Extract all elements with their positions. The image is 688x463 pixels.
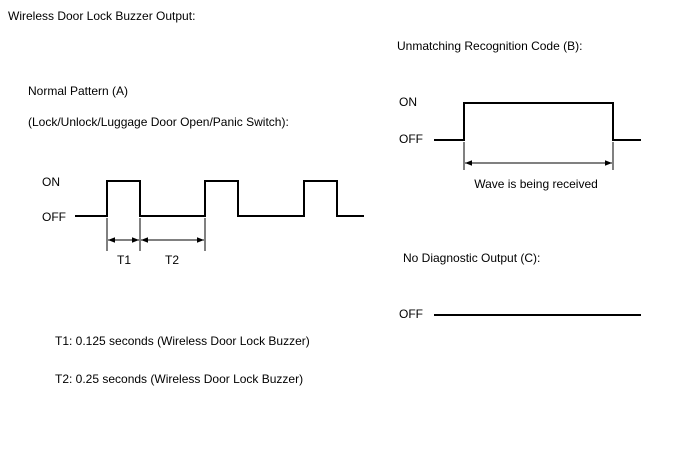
pattern-b-span-label: Wave is being received xyxy=(474,177,598,191)
pattern-b-heading: Unmatching Recognition Code (B): xyxy=(397,39,582,53)
pattern-a-subheading: (Lock/Unlock/Luggage Door Open/Panic Swi… xyxy=(28,115,289,129)
pattern-c-heading: No Diagnostic Output (C): xyxy=(403,251,540,265)
pattern-a-waveform xyxy=(75,180,364,217)
pattern-b-on-label: ON xyxy=(399,95,417,109)
diagram-title: Wireless Door Lock Buzzer Output: xyxy=(8,9,195,23)
pattern-a-heading: Normal Pattern (A) xyxy=(28,84,128,98)
t1-label: T1 xyxy=(117,253,131,267)
pattern-c-off-label: OFF xyxy=(399,307,423,321)
pattern-a-off-label: OFF xyxy=(42,210,66,224)
pattern-b-waveform xyxy=(434,102,641,141)
pattern-a-on-label: ON xyxy=(42,175,60,189)
t1-note: T1: 0.125 seconds (Wireless Door Lock Bu… xyxy=(55,334,310,348)
pattern-b-off-label: OFF xyxy=(399,132,423,146)
t2-label: T2 xyxy=(165,253,179,267)
t2-note: T2: 0.25 seconds (Wireless Door Lock Buz… xyxy=(55,372,303,386)
